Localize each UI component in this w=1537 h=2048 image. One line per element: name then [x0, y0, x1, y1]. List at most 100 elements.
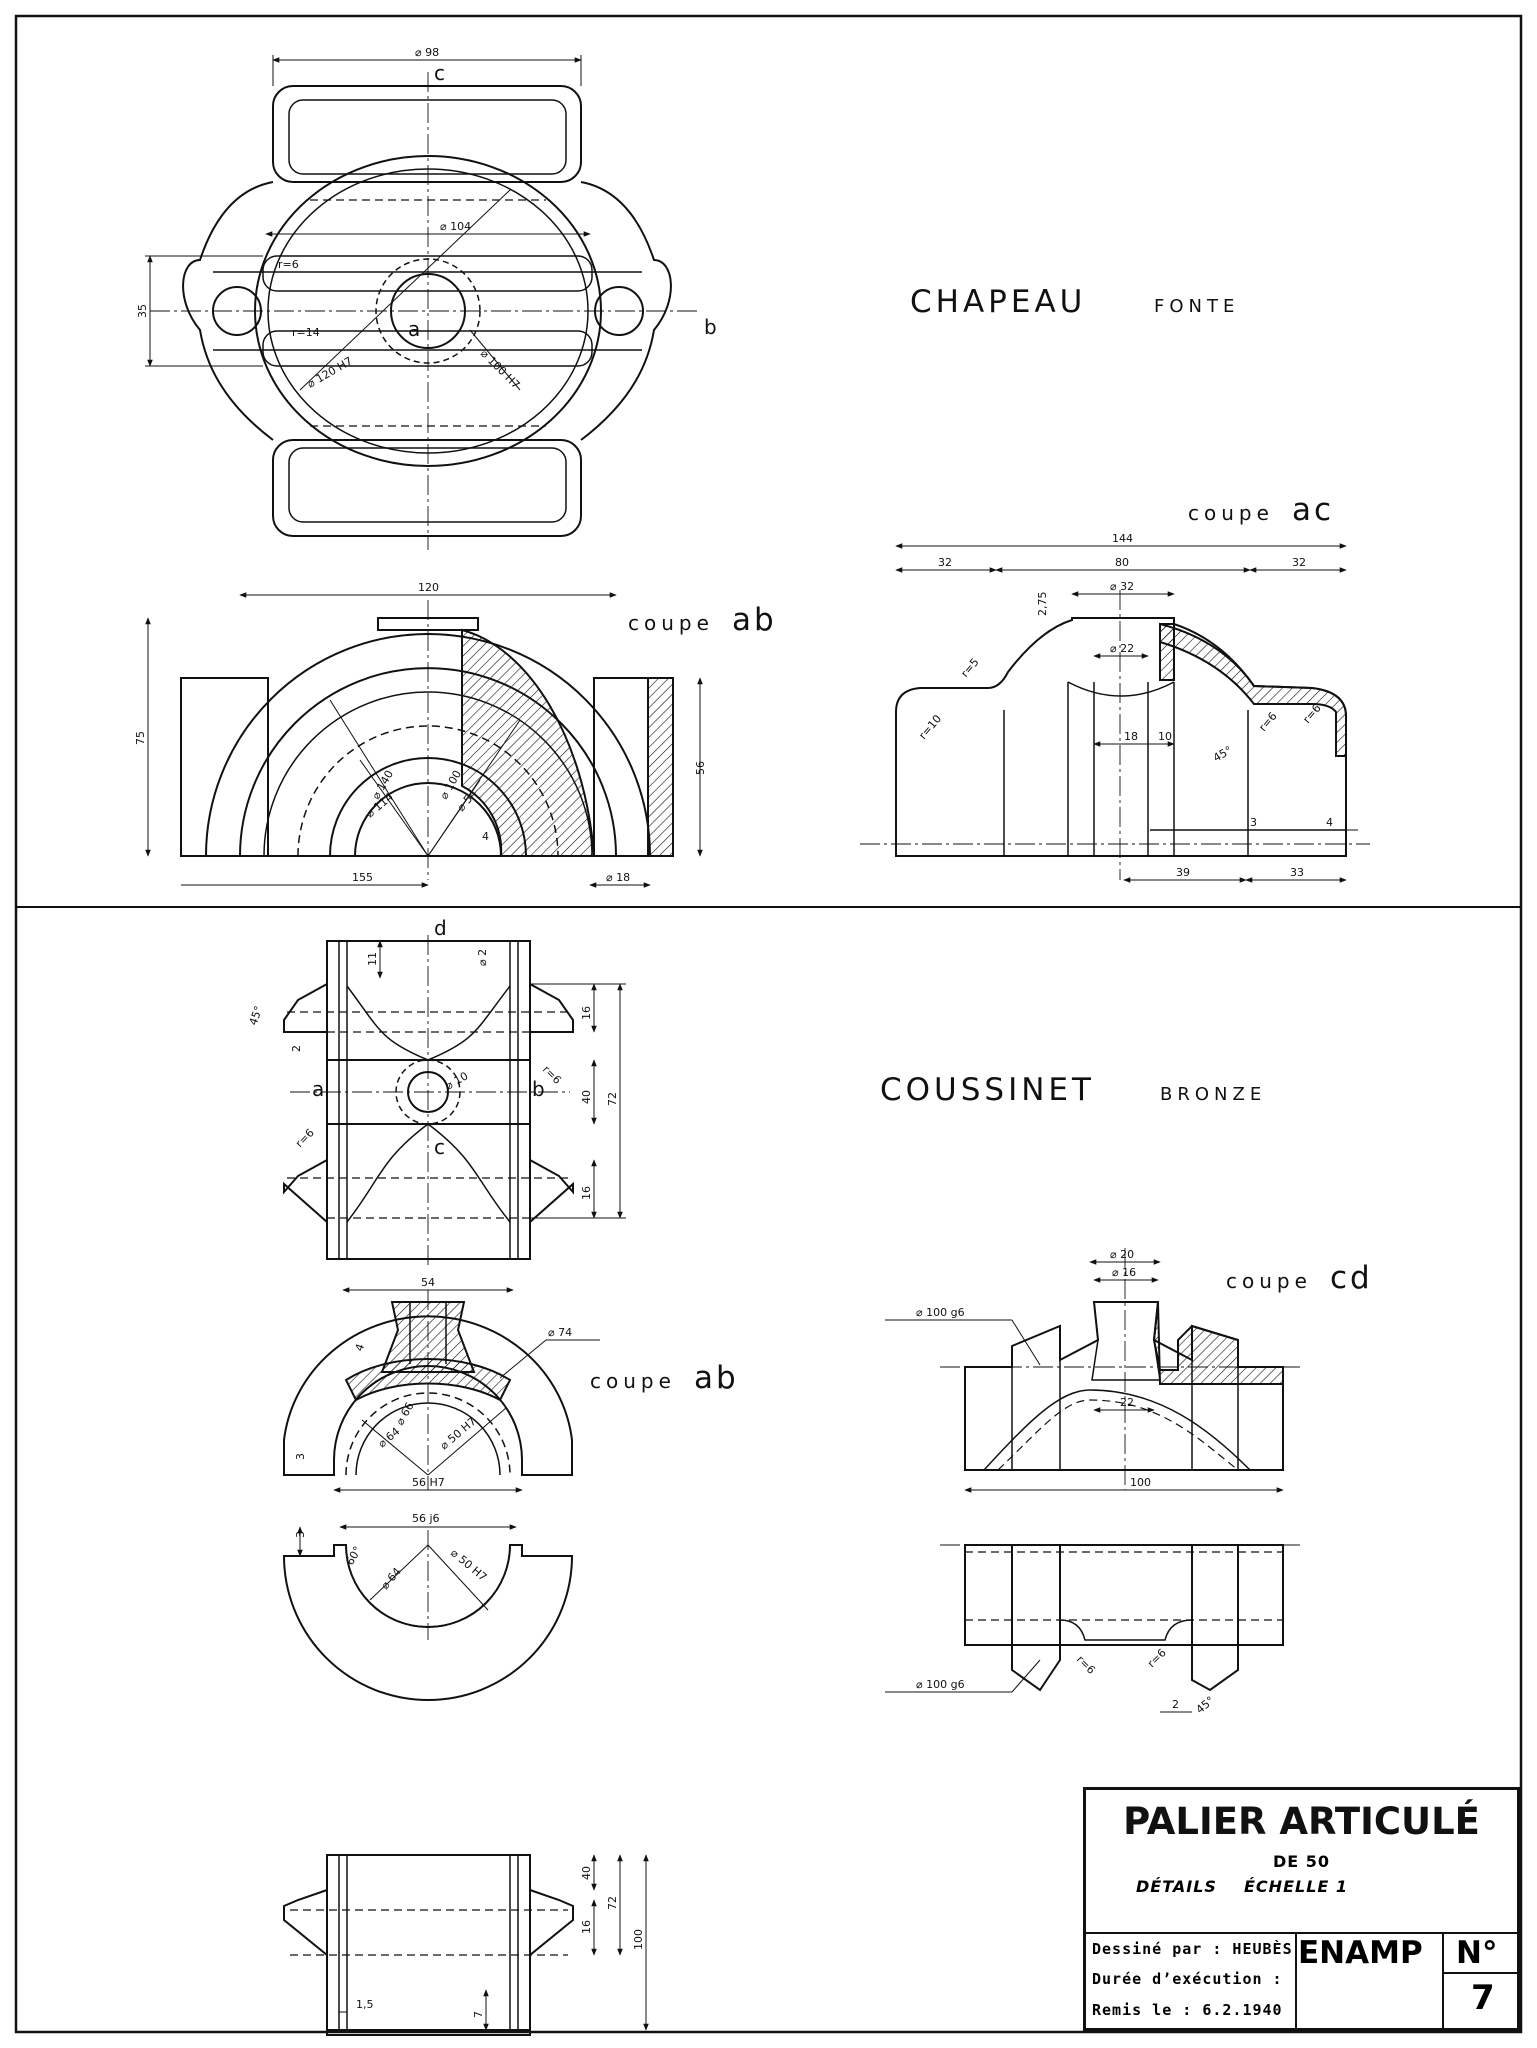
view-letter-a-top: a [408, 317, 420, 341]
dim-chapeau-top-r6: r=6 [278, 258, 299, 271]
dim-chapeau-ab-120: 120 [418, 581, 439, 594]
dim-chapeau-ac-144: 144 [1112, 532, 1133, 545]
dim-coussinet-ab-3: 3 [294, 1453, 307, 1460]
title-block-divider [1295, 1932, 1297, 2028]
dim-coussinet-cd-22: 22 [1120, 1396, 1134, 1409]
dim-chapeau-ac-4: 4 [1326, 816, 1333, 829]
dim-coussinet-half-56j6: 56 j6 [412, 1512, 440, 1525]
dim-coussinet-half-50h7: ⌀ 50 H7 [448, 1546, 489, 1584]
coussinet-cd-coupe: coupe [1226, 1269, 1312, 1293]
coussinet-section-cd [940, 1248, 1300, 1490]
dim-coussinet-top-40: 40 [580, 1090, 593, 1104]
coussinet-ab-letters: ab [694, 1360, 739, 1396]
dim-chapeau-ac-80: 80 [1115, 556, 1129, 569]
dim-chapeau-ac-3: 3 [1250, 816, 1257, 829]
view-letter-c-bottom: c [434, 1135, 445, 1159]
dim-coussinet-cd-100g6a: ⌀ 100 g6 [916, 1306, 965, 1319]
dim-coussinet-top-10: ⌀ 10 [443, 1069, 470, 1092]
coussinet-top-dim-lines [377, 940, 626, 1219]
dim-coussinet-cd-r6a: r=6 [1074, 1653, 1098, 1677]
title-block-duration: Durée d’exécution : [1092, 1970, 1283, 1988]
title-block-number-label: N° [1456, 1935, 1498, 1971]
dim-coussinet-side-72: 72 [606, 1896, 619, 1910]
dim-chapeau-ac-18: 18 [1124, 730, 1138, 743]
dim-chapeau-ab-4: 4 [482, 830, 489, 843]
dim-chapeau-ab-75: 75 [134, 731, 147, 745]
dim-coussinet-cd-2: 2 [1172, 1698, 1179, 1711]
dim-chapeau-ac-r6a: r=6 [1256, 710, 1279, 734]
view-letter-b-top: b [704, 315, 717, 339]
dim-chapeau-ab-56: 56 [694, 761, 707, 775]
dim-coussinet-ab-50h7: ⌀ 50 H7 [438, 1415, 479, 1453]
dim-chapeau-ac-32b: 32 [1292, 556, 1306, 569]
title-block-number: 7 [1471, 1978, 1495, 2018]
coussinet-cd-letters: cd [1330, 1260, 1373, 1296]
view-letter-c-top: c [434, 61, 445, 85]
chapeau-ab-dim-lines [145, 592, 703, 888]
dim-chapeau-ac-r5: r=5 [958, 656, 981, 680]
dim-chapeau-ac-45: 45° [1211, 744, 1234, 765]
dim-coussinet-top-2: ⌀ 2 [476, 949, 489, 966]
coussinet-cd-dim-lines [885, 1259, 1284, 1493]
title-block-divider [1442, 1932, 1444, 2028]
dim-chapeau-top-r14: r=14 [292, 326, 320, 339]
dim-coussinet-cd-16: ⌀ 16 [1112, 1266, 1136, 1279]
coussinet-ab-dim-lines [333, 1287, 600, 1493]
dim-chapeau-ac-275: 2,75 [1036, 592, 1049, 617]
dim-chapeau-ab-155: 155 [352, 871, 373, 884]
dim-coussinet-ab-64: ⌀ 64 [376, 1425, 403, 1450]
view-letter-b-bottom: b [532, 1077, 545, 1101]
dim-coussinet-cd-45: 45° [1194, 1694, 1217, 1716]
title-block-school: ENAMP [1298, 1935, 1423, 1971]
coussinet-ab-coupe: coupe [590, 1369, 676, 1393]
title-block-divider [1442, 1972, 1517, 1974]
chapeau-ac-letters: ac [1292, 492, 1334, 528]
title-block-subtitle: DE 50 [1272, 1852, 1331, 1871]
dim-coussinet-side-15: 1,5 [356, 1998, 374, 2011]
chapeau-material: FONTE [1154, 296, 1239, 317]
chapeau-ab-letters: ab [732, 602, 777, 638]
coussinet-top-view [283, 935, 574, 1265]
dim-coussinet-top-16a: 16 [580, 1006, 593, 1020]
title-block-submitted: Remis le : 6.2.1940 [1092, 2001, 1283, 2019]
sheet-border [14, 14, 1523, 2034]
dim-coussinet-side-7: 7 [472, 2011, 485, 2018]
chapeau-title: CHAPEAU [910, 284, 1086, 320]
view-letter-d-bottom: d [434, 916, 447, 940]
dim-chapeau-top-35: 35 [136, 304, 149, 318]
dim-chapeau-ac-32: ⌀ 32 [1110, 580, 1134, 593]
dim-coussinet-cd-20: ⌀ 20 [1110, 1248, 1134, 1261]
dim-coussinet-half-3: 3 [294, 1531, 307, 1538]
coussinet-view-below-cd [940, 1544, 1300, 1692]
dim-coussinet-top-45: 45° [247, 1004, 266, 1027]
coussinet-title: COUSSINET [880, 1072, 1095, 1108]
dim-chapeau-top-100h7: ⌀ 100 H7 [478, 347, 522, 391]
dim-coussinet-half-64: ⌀ 64 [378, 1565, 403, 1592]
dim-coussinet-top-11: 11 [366, 952, 379, 966]
coussinet-below-cd-dim-lines [885, 1659, 1192, 1713]
chapeau-section-ac [860, 590, 1370, 880]
view-letter-a-bottom: a [312, 1077, 324, 1101]
dim-chapeau-ac-32a: 32 [938, 556, 952, 569]
dim-coussinet-top-16b: 16 [580, 1186, 593, 1200]
dim-coussinet-cd-r6b: r=6 [1145, 1646, 1169, 1670]
dim-chapeau-ac-33: 33 [1290, 866, 1304, 879]
dim-chapeau-ac-22: ⌀ 22 [1110, 642, 1134, 655]
title-block-divider [1086, 1932, 1517, 1934]
title-block-title: PALIER ARTICULÉ [1123, 1800, 1480, 1843]
dim-coussinet-ab-74: ⌀ 74 [548, 1326, 572, 1339]
dim-coussinet-top-2b: 2 [290, 1045, 303, 1052]
dim-coussinet-ab-54: 54 [421, 1276, 435, 1289]
chapeau-top-centerlines [150, 72, 700, 550]
dim-coussinet-top-72: 72 [606, 1092, 619, 1106]
title-block-scale: ÉCHELLE 1 [1244, 1877, 1349, 1896]
dim-chapeau-ab-18: ⌀ 18 [606, 871, 630, 884]
dim-coussinet-cd-100: 100 [1130, 1476, 1151, 1489]
chapeau-ab-coupe: coupe [628, 611, 714, 635]
dim-coussinet-cd-100g6b: ⌀ 100 g6 [916, 1678, 965, 1691]
dim-coussinet-ab-4: 4 [353, 1342, 368, 1353]
dim-chapeau-top-120h7: ⌀ 120 H7 [305, 354, 355, 390]
coussinet-side-view [283, 1854, 574, 2036]
coussinet-material: BRONZE [1160, 1084, 1266, 1105]
